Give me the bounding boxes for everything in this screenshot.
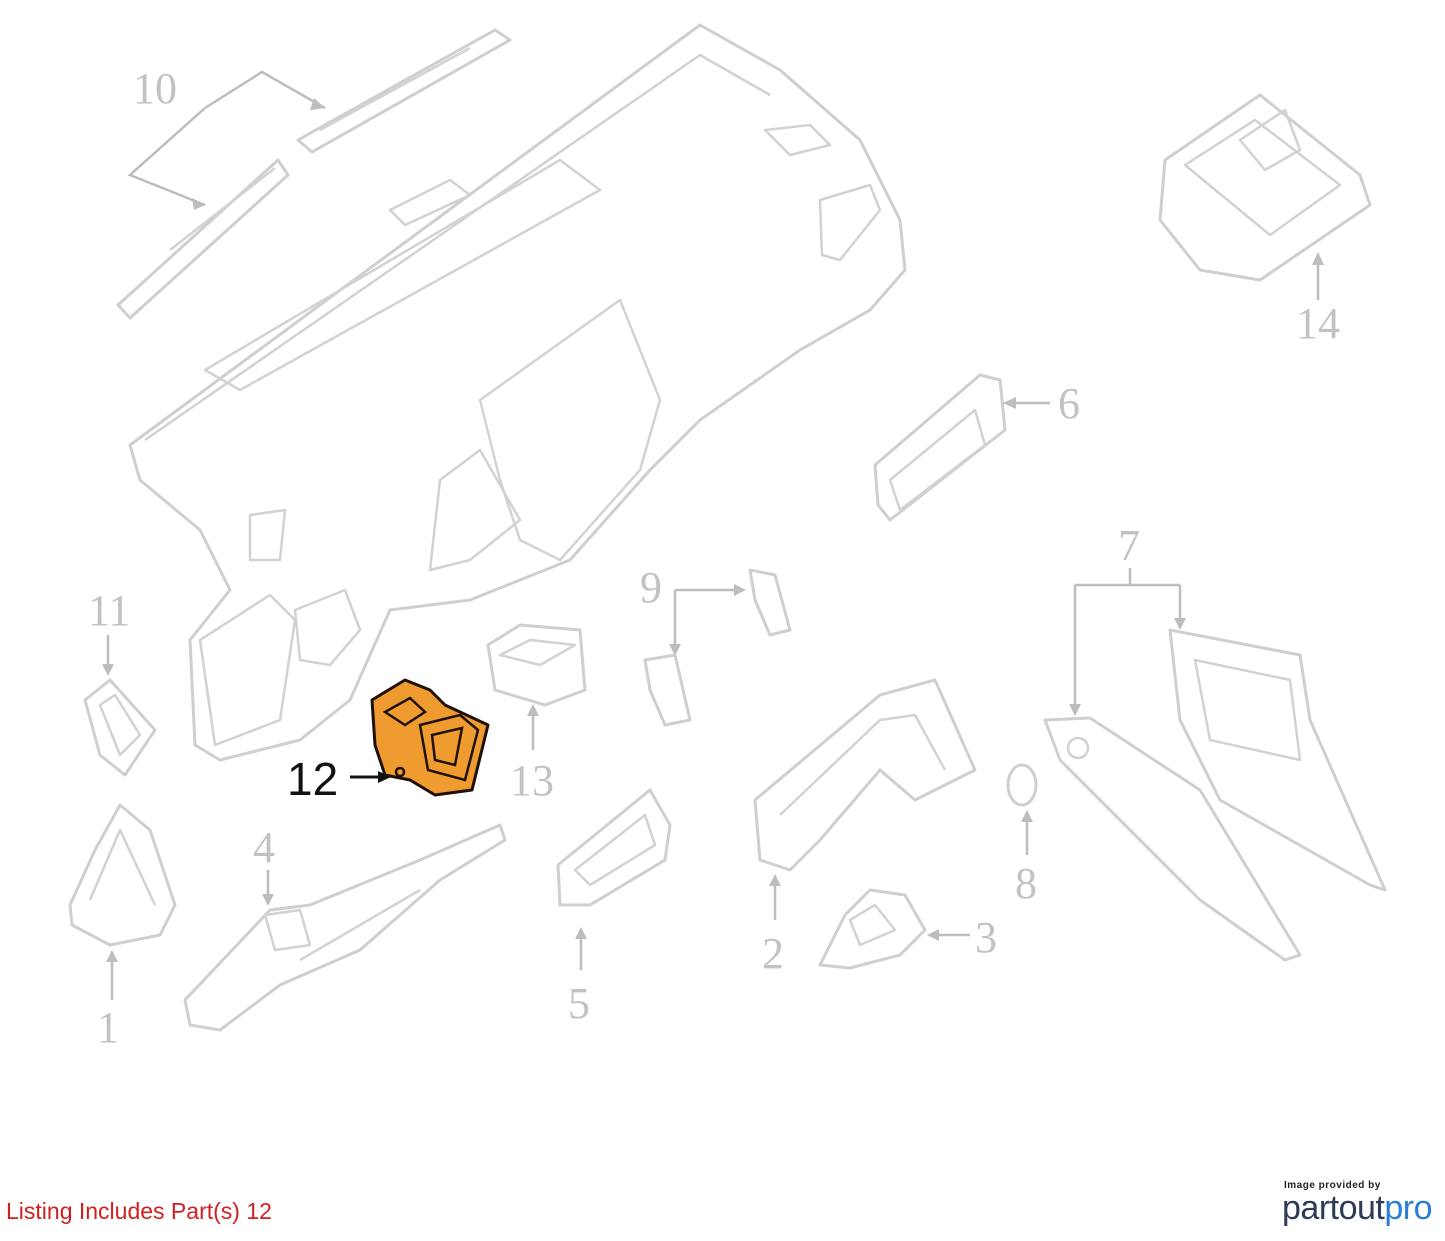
callout-13: 13: [510, 756, 554, 805]
callout-14: 14: [1296, 299, 1340, 348]
callout-11: 11: [88, 586, 130, 635]
callout-1: 1: [97, 1003, 119, 1052]
callout-4: 4: [253, 823, 275, 872]
part-7-side-panels: 7: [1043, 521, 1387, 962]
part-2-duct: 2: [753, 678, 977, 978]
callout-2: 2: [762, 929, 784, 978]
caption-prefix: Listing Includes Part(s): [6, 1198, 240, 1224]
callout-6: 6: [1058, 379, 1080, 428]
part-4-lower-panel: 4: [183, 823, 507, 1032]
part-8-ring: 8: [1006, 763, 1038, 908]
callout-8: 8: [1015, 859, 1037, 908]
partoutpro-logo: partoutpro: [1282, 1189, 1432, 1228]
part-10-defroster-grilles: 10: [116, 28, 512, 320]
callout-12: 12: [287, 753, 338, 805]
callout-9: 9: [640, 563, 662, 612]
part-9-clips: 9: [640, 563, 792, 727]
callout-7: 7: [1118, 521, 1140, 570]
callout-3: 3: [975, 913, 997, 962]
listing-caption: Listing Includes Part(s) 12: [6, 1198, 272, 1225]
brand-part2: pro: [1384, 1189, 1432, 1227]
part-12-air-vent-highlighted[interactable]: 12: [287, 678, 490, 805]
part-14-bracket: 14: [1158, 93, 1372, 348]
part-11-trim: 11: [83, 586, 157, 777]
brand-part1: partout: [1282, 1189, 1385, 1227]
image-credit: Image provided by: [1284, 1180, 1381, 1191]
part-6-bezel: 6: [873, 373, 1080, 522]
caption-parts: 12: [246, 1198, 272, 1224]
callout-10: 10: [133, 64, 177, 113]
callout-5: 5: [568, 979, 590, 1028]
part-1-cover: 1: [68, 803, 177, 1052]
part-3-bracket: 3: [818, 888, 997, 970]
part-5-trim: 5: [556, 788, 672, 1028]
part-13-switch-housing: 13: [486, 623, 587, 805]
dashboard-panel: [128, 23, 907, 762]
